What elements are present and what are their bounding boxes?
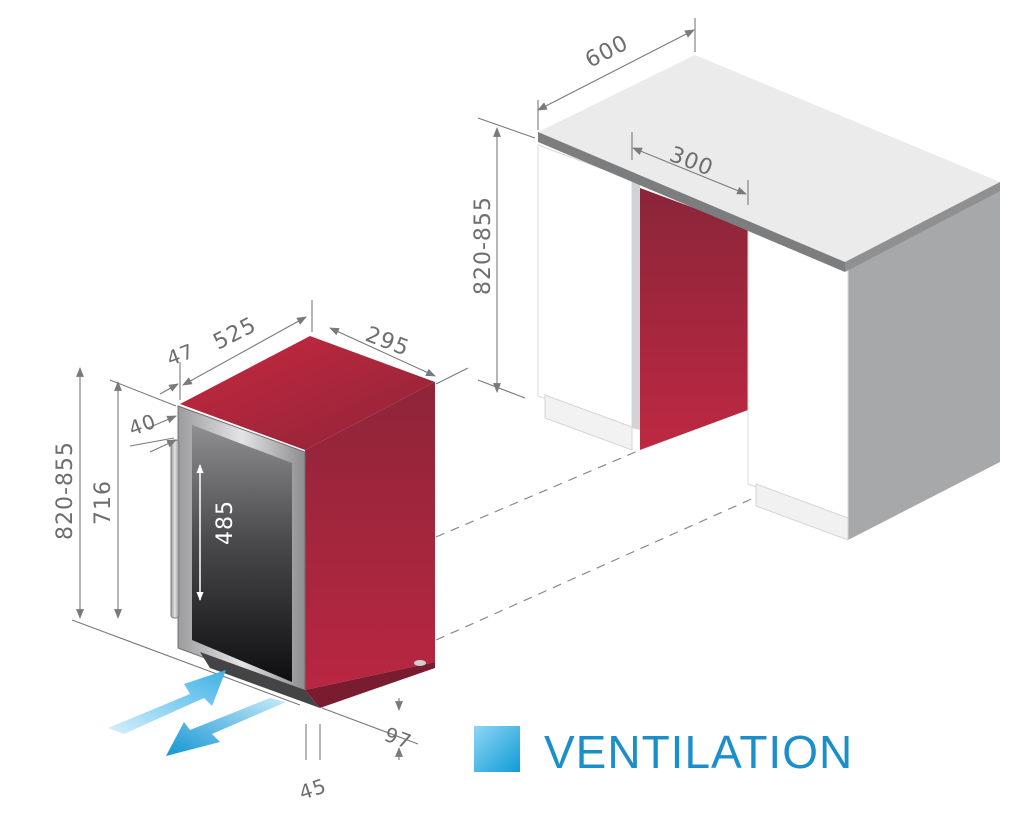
appliance-niche <box>640 188 748 450</box>
wine-cooler <box>170 336 435 708</box>
cabinet-right-carcass <box>747 227 849 521</box>
airflow-arrows <box>108 670 286 756</box>
cooler-plinth <box>200 652 320 708</box>
kitchen-cabinet <box>537 55 1000 541</box>
ventilation-legend: VENTILATION <box>474 726 853 778</box>
dim-unit-height: 716 <box>91 480 116 525</box>
cabinet-left-carcass <box>537 144 633 429</box>
air-exhaust-arrow <box>166 698 286 756</box>
placement-guide-lines <box>435 449 757 641</box>
dim-unit-depth: 525 <box>209 313 260 356</box>
dim-door-gap: 40 <box>126 409 160 441</box>
dim-cabinet-width: 600 <box>581 31 632 74</box>
ventilation-label: VENTILATION <box>544 726 853 778</box>
dimension-lines <box>71 18 749 760</box>
cooler-door-glass <box>192 425 292 682</box>
dim-door-offset: 47 <box>164 339 198 371</box>
dim-niche-height: 820-855 <box>53 441 78 540</box>
air-intake-arrow <box>108 670 226 734</box>
dim-glass-height: 485 <box>213 500 238 545</box>
dim-cabinet-height: 820-855 <box>471 196 496 295</box>
dim-plinth-height: 45 <box>296 773 330 804</box>
dim-plinth-depth: 97 <box>381 722 415 754</box>
ventilation-swatch <box>474 726 520 772</box>
cooler-door-handle[interactable] <box>170 439 180 619</box>
cabinet-side-panel <box>848 188 1000 540</box>
dim-unit-width: 295 <box>362 322 413 361</box>
cooler-side <box>305 382 435 690</box>
